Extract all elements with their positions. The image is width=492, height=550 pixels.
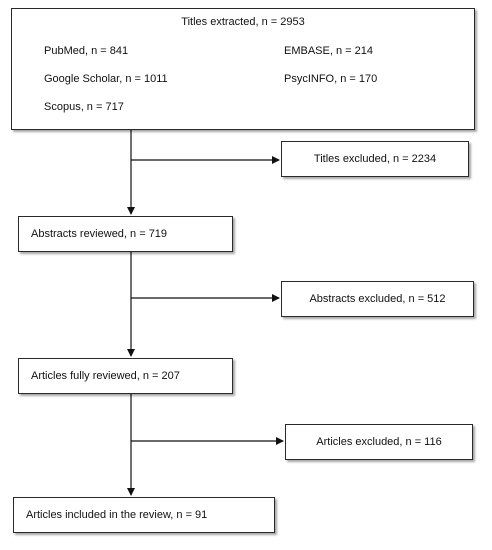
articles-excluded-label: Articles excluded, n = 116 xyxy=(316,436,442,448)
scopus-count: Scopus, n = 717 xyxy=(44,101,124,113)
embase-count: EMBASE, n = 214 xyxy=(284,45,373,57)
pubmed-count: PubMed, n = 841 xyxy=(44,45,129,57)
articles-included-box: Articles included in the review, n = 91 xyxy=(13,497,275,533)
google-scholar-count: Google Scholar, n = 1011 xyxy=(44,73,168,85)
psycinfo-count: PsycINFO, n = 170 xyxy=(284,73,378,85)
abstracts-excluded-label: Abstracts excluded, n = 512 xyxy=(309,293,446,305)
abstracts-reviewed-label: Abstracts reviewed, n = 719 xyxy=(31,228,168,240)
abstracts-reviewed-box: Abstracts reviewed, n = 719 xyxy=(18,216,233,252)
articles-included-label: Articles included in the review, n = 91 xyxy=(26,509,208,521)
articles-fully-reviewed-label: Articles fully reviewed, n = 207 xyxy=(31,370,180,382)
titles-excluded-label: Titles excluded, n = 2234 xyxy=(313,153,437,165)
titles-extracted-heading: Titles extracted, n = 2953 xyxy=(181,16,305,28)
abstracts-excluded-box: Abstracts excluded, n = 512 xyxy=(281,281,474,317)
titles-extracted-box: Titles extracted, n = 2953 PubMed, n = 8… xyxy=(11,8,475,130)
articles-excluded-box: Articles excluded, n = 116 xyxy=(285,424,473,460)
articles-fully-reviewed-box: Articles fully reviewed, n = 207 xyxy=(18,358,233,394)
titles-excluded-box: Titles excluded, n = 2234 xyxy=(281,141,469,177)
